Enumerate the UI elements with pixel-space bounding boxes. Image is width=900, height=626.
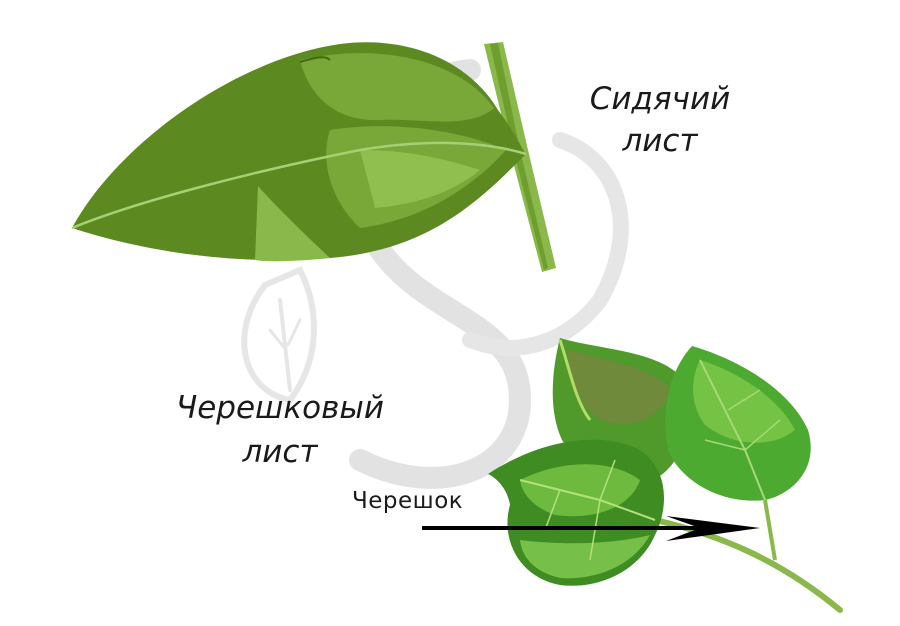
petiolate-leaf-label-line-2: лист	[242, 434, 318, 470]
sessile-leaf-label-line-2: лист	[622, 123, 698, 159]
petiolate-leaf-label-line-1: Черешковый	[175, 390, 385, 426]
petiolate-leaf-branch	[488, 338, 843, 613]
petiole-arrow	[422, 516, 760, 541]
sessile-leaf-label: Сидячий лист	[585, 78, 735, 162]
sessile-leaf	[71, 42, 527, 262]
petiolate-leaf-label: Черешковый лист	[150, 386, 410, 474]
petiole-label: Черешок	[352, 488, 464, 514]
sessile-leaf-label-line-1: Сидячий	[589, 81, 731, 117]
